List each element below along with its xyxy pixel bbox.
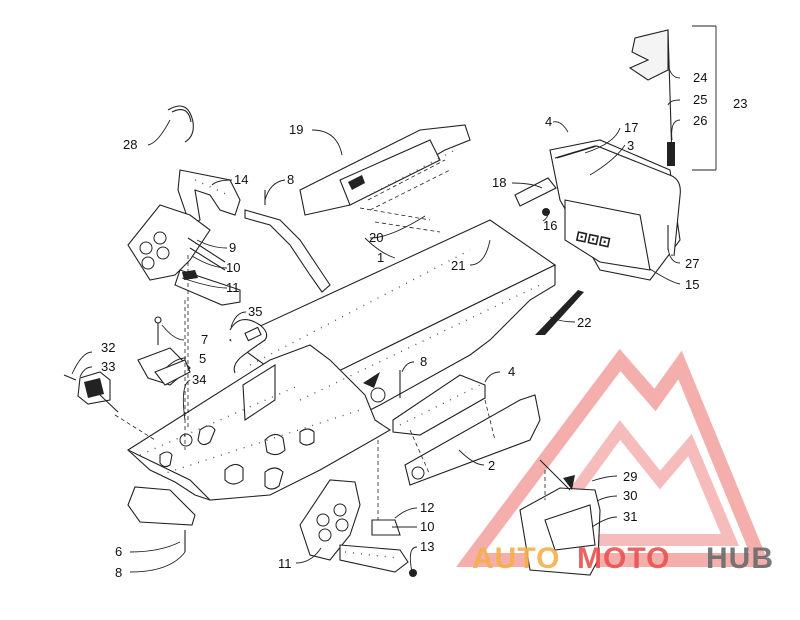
callout-10-bottom: 10 (420, 519, 434, 534)
callout-29: 29 (623, 469, 637, 484)
callout-33: 33 (101, 359, 115, 374)
watermark-auto: AUTO (472, 542, 560, 575)
rear-bumper-assembly: ⊡⊡⊡ (514, 139, 681, 281)
watermark-moto: MOTO (577, 542, 670, 575)
callout-30: 30 (623, 488, 637, 503)
assembly-guide-lines (114, 255, 546, 520)
callout-16: 16 (543, 218, 557, 233)
callout-27: 27 (685, 256, 699, 271)
callout-8-top: 8 (287, 172, 294, 187)
part-20-shield (359, 207, 441, 233)
part-11-plate-upper (127, 204, 241, 306)
callout-11-top: 11 (226, 280, 240, 295)
callout-7: 7 (201, 332, 208, 347)
watermark-hub: HUB (706, 542, 774, 575)
callout-8-mid: 8 (420, 354, 427, 369)
callout-8-bottom: 8 (115, 565, 122, 580)
callout-23: 23 (733, 96, 747, 111)
watermark-text: AUTO MOTO HUB (472, 542, 774, 575)
callout-17: 17 (624, 120, 638, 135)
callout-9: 9 (229, 240, 236, 255)
callout-4-top: 4 (545, 114, 552, 129)
callout-6: 6 (115, 544, 122, 559)
callout-5: 5 (199, 351, 206, 366)
callout-13: 13 (420, 539, 434, 554)
callout-labels: 28 14 8 19 9 10 11 35 1 20 21 22 18 16 4… (101, 70, 747, 580)
callout-2: 2 (488, 458, 495, 473)
watermark-triangle-inner (528, 420, 740, 546)
callout-14: 14 (234, 172, 248, 187)
part-19-heat-exchanger (299, 124, 471, 216)
callout-32: 32 (101, 340, 115, 355)
callout-31: 31 (623, 509, 637, 524)
watermark-triangle-outer (456, 348, 771, 567)
callout-15: 15 (685, 277, 699, 292)
part-33-taillight (63, 371, 119, 413)
callout-4-mid: 4 (508, 364, 515, 379)
part-2-side-rail (404, 394, 541, 486)
part-22-panel (535, 290, 584, 335)
callout-34: 34 (192, 372, 206, 387)
callout-18: 18 (492, 175, 506, 190)
callout-11-bottom: 11 (278, 556, 292, 571)
callout-20: 20 (369, 230, 383, 245)
callout-22: 22 (577, 315, 591, 330)
callout-35: 35 (248, 304, 262, 319)
flag-assembly (628, 25, 717, 171)
part-6-plate (127, 486, 196, 552)
callout-1: 1 (377, 250, 384, 265)
steering-arm (244, 190, 331, 293)
part-35-cable (229, 319, 268, 374)
part-5-bracket (137, 316, 191, 386)
part-28-ring (167, 105, 194, 143)
callout-19: 19 (289, 122, 303, 137)
part-9-10-link (187, 237, 226, 271)
callout-10-top: 10 (226, 260, 240, 275)
part-11-plate-lower (299, 479, 417, 577)
callout-21: 21 (451, 258, 465, 273)
callout-12: 12 (420, 500, 434, 515)
leader-lines (71, 62, 681, 573)
callout-26: 26 (693, 113, 707, 128)
svg-text:⊡⊡⊡: ⊡⊡⊡ (574, 227, 612, 250)
center-bracket (392, 370, 486, 436)
callout-28: 28 (123, 137, 137, 152)
part-31-mud-flap (519, 459, 601, 576)
callout-3: 3 (627, 138, 634, 153)
callout-25: 25 (693, 92, 707, 107)
tunnel-assembly (126, 219, 557, 501)
watermark-logo (456, 348, 771, 567)
callout-24: 24 (693, 70, 707, 85)
